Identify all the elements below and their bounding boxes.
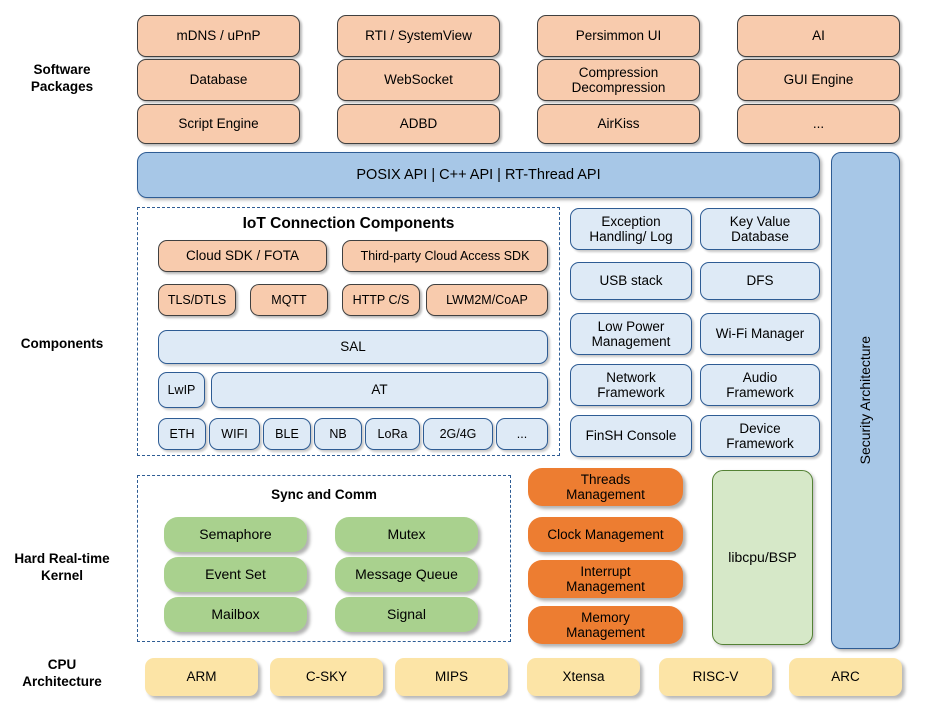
iot-third-party-cloud-access-sdk[interactable]: Third-party Cloud Access SDK: [342, 240, 548, 272]
kernel-threads-management[interactable]: Threads Management: [528, 468, 683, 506]
iot-cloud-sdk-fota[interactable]: Cloud SDK / FOTA: [158, 240, 327, 272]
iot-connection-components-group: [137, 207, 560, 456]
tier-label-cpu-line2: Architecture: [22, 673, 102, 689]
kernel-signal[interactable]: Signal: [335, 597, 478, 632]
tier-label-components-line1: Components: [20, 336, 104, 351]
iot-tls-dtls[interactable]: TLS/DTLS: [158, 284, 236, 316]
iot-lwip[interactable]: LwIP: [158, 372, 205, 408]
package-ai[interactable]: AI: [737, 15, 900, 57]
cpu-arch-arc[interactable]: ARC: [789, 658, 902, 696]
tier-label-components: Components: [0, 336, 124, 353]
tier-label-cpu-architecture: CPU Architecture: [0, 657, 124, 691]
component-network-framework[interactable]: Network Framework: [570, 364, 692, 406]
tier-label-kernel-line1: Hard Real-time: [14, 551, 110, 566]
iot-link-wifi[interactable]: WIFI: [209, 418, 260, 450]
kernel-mutex[interactable]: Mutex: [335, 517, 478, 552]
component-dfs[interactable]: DFS: [700, 262, 820, 300]
iot-at[interactable]: AT: [211, 372, 548, 408]
kernel-semaphore[interactable]: Semaphore: [164, 517, 307, 552]
iot-mqtt[interactable]: MQTT: [250, 284, 328, 316]
package-adbd[interactable]: ADBD: [337, 104, 500, 144]
package-more[interactable]: ...: [737, 104, 900, 144]
kernel-memory-management[interactable]: Memory Management: [528, 606, 683, 644]
package-gui-engine[interactable]: GUI Engine: [737, 59, 900, 101]
tier-label-software-packages-line1: Software: [33, 62, 91, 77]
tier-label-software-packages: Software Packages: [0, 62, 124, 96]
package-database[interactable]: Database: [137, 59, 300, 101]
component-wifi-manager[interactable]: Wi-Fi Manager: [700, 313, 820, 355]
iot-lwm2m-coap[interactable]: LWM2M/CoAP: [426, 284, 548, 316]
sync-and-comm-title: Sync and Comm: [271, 487, 377, 502]
package-mdns-upnp[interactable]: mDNS / uPnP: [137, 15, 300, 57]
iot-connection-components-title: IoT Connection Components: [242, 215, 455, 232]
component-device-framework[interactable]: Device Framework: [700, 415, 820, 457]
component-key-value-database[interactable]: Key Value Database: [700, 208, 820, 250]
iot-link-more[interactable]: ...: [496, 418, 548, 450]
tier-label-kernel-line2: Kernel: [40, 567, 84, 583]
iot-sal[interactable]: SAL: [158, 330, 548, 364]
tier-label-software-packages-line2: Packages: [30, 78, 94, 94]
kernel-clock-management[interactable]: Clock Management: [528, 517, 683, 552]
security-architecture-bar[interactable]: Security Architecture: [831, 152, 900, 649]
cpu-arch-risc-v[interactable]: RISC-V: [659, 658, 772, 696]
kernel-mailbox[interactable]: Mailbox: [164, 597, 307, 632]
iot-link-ble[interactable]: BLE: [263, 418, 311, 450]
package-websocket[interactable]: WebSocket: [337, 59, 500, 101]
iot-link-nb[interactable]: NB: [314, 418, 362, 450]
iot-link-eth[interactable]: ETH: [158, 418, 206, 450]
package-rti-systemview[interactable]: RTI / SystemView: [337, 15, 500, 57]
component-low-power-management[interactable]: Low Power Management: [570, 313, 692, 355]
cpu-arch-c-sky[interactable]: C-SKY: [270, 658, 383, 696]
component-audio-framework[interactable]: Audio Framework: [700, 364, 820, 406]
libcpu-bsp-box[interactable]: libcpu/BSP: [712, 470, 813, 645]
component-usb-stack[interactable]: USB stack: [570, 262, 692, 300]
component-finsh-console[interactable]: FinSH Console: [570, 415, 692, 457]
iot-link-lora[interactable]: LoRa: [365, 418, 420, 450]
kernel-event-set[interactable]: Event Set: [164, 557, 307, 592]
tier-label-cpu-line1: CPU: [47, 657, 77, 672]
kernel-interrupt-management[interactable]: Interrupt Management: [528, 560, 683, 598]
package-airkiss[interactable]: AirKiss: [537, 104, 700, 144]
package-persimmon-ui[interactable]: Persimmon UI: [537, 15, 700, 57]
package-compression-decompression[interactable]: Compression Decompression: [537, 59, 700, 101]
component-exception-handling-log[interactable]: Exception Handling/ Log: [570, 208, 692, 250]
package-script-engine[interactable]: Script Engine: [137, 104, 300, 144]
sync-and-comm-group: [137, 475, 511, 642]
kernel-message-queue[interactable]: Message Queue: [335, 557, 478, 592]
api-bar[interactable]: POSIX API | C++ API | RT-Thread API: [137, 152, 820, 198]
cpu-arch-arm[interactable]: ARM: [145, 658, 258, 696]
iot-link-2g-4g[interactable]: 2G/4G: [423, 418, 493, 450]
iot-http-cs[interactable]: HTTP C/S: [342, 284, 420, 316]
tier-label-kernel: Hard Real-time Kernel: [0, 551, 124, 585]
cpu-arch-mips[interactable]: MIPS: [395, 658, 508, 696]
cpu-arch-xtensa[interactable]: Xtensa: [527, 658, 640, 696]
